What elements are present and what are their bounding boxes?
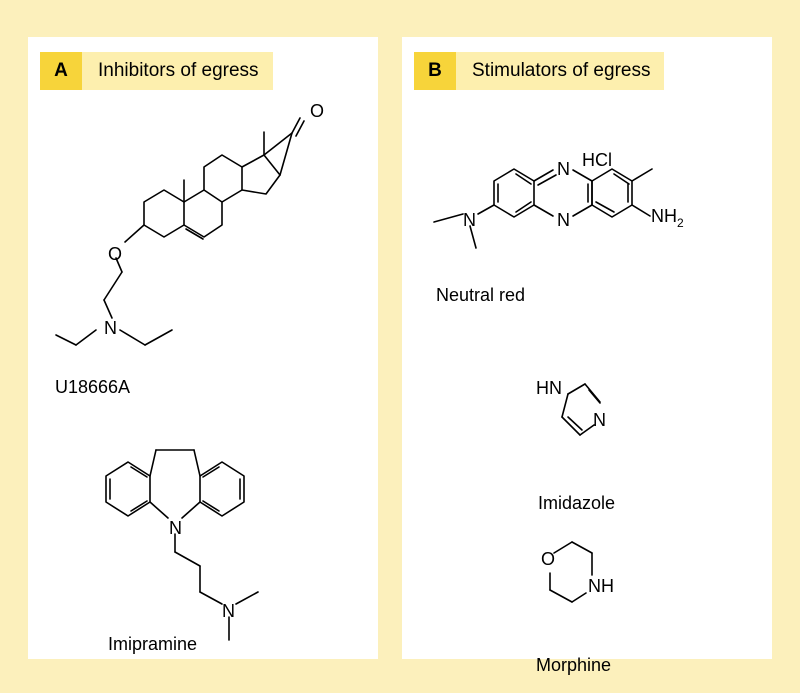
panel-a-letter: A — [40, 52, 82, 90]
morphine-o-label: O — [541, 549, 555, 569]
morphine-nh-label: NH — [588, 576, 614, 596]
panel-b-stimulators: B Stimulators of egress HCl N N N NH — [402, 37, 772, 675]
imipramine-ring-n-label: N — [169, 518, 182, 538]
neutral-red-structure: HCl N N N NH2 — [433, 150, 684, 249]
imidazole-n-label: N — [593, 410, 606, 430]
imipramine-name: Imipramine — [108, 634, 198, 654]
panel-a-title: Inhibitors of egress — [82, 52, 273, 90]
neutral-red-bottom-n-label: N — [557, 210, 570, 230]
panel-a-inhibitors: A Inhibitors of egress O O N U18666A — [28, 37, 378, 659]
u18666a-ketone-o-label: O — [310, 101, 324, 121]
morphine-structure: O NH — [541, 541, 614, 603]
neutral-red-amine-n-label: N — [463, 210, 476, 230]
imipramine-structure: N N — [105, 449, 259, 641]
panel-a-header: A Inhibitors of egress — [40, 52, 273, 90]
neutral-red-nh2-label: NH2 — [651, 206, 684, 230]
neutral-red-top-n-label: N — [557, 159, 570, 179]
imidazole-hn-label: HN — [536, 378, 562, 398]
panel-b-header: B Stimulators of egress — [414, 52, 665, 90]
imidazole-structure: HN N — [536, 378, 606, 436]
neutral-red-salt-label: HCl — [582, 150, 612, 170]
panel-b-title: Stimulators of egress — [456, 52, 665, 90]
neutral-red-name: Neutral red — [436, 285, 526, 305]
u18666a-ether-o-label: O — [108, 244, 122, 264]
u18666a-structure: O O N — [55, 101, 324, 346]
imipramine-amine-n-label: N — [222, 601, 235, 621]
u18666a-name: U18666A — [55, 377, 131, 397]
u18666a-amine-n-label: N — [104, 318, 117, 338]
imidazole-name: Imidazole — [538, 493, 616, 513]
panel-b-letter: B — [414, 52, 456, 90]
morphine-name: Morphine — [536, 655, 612, 675]
